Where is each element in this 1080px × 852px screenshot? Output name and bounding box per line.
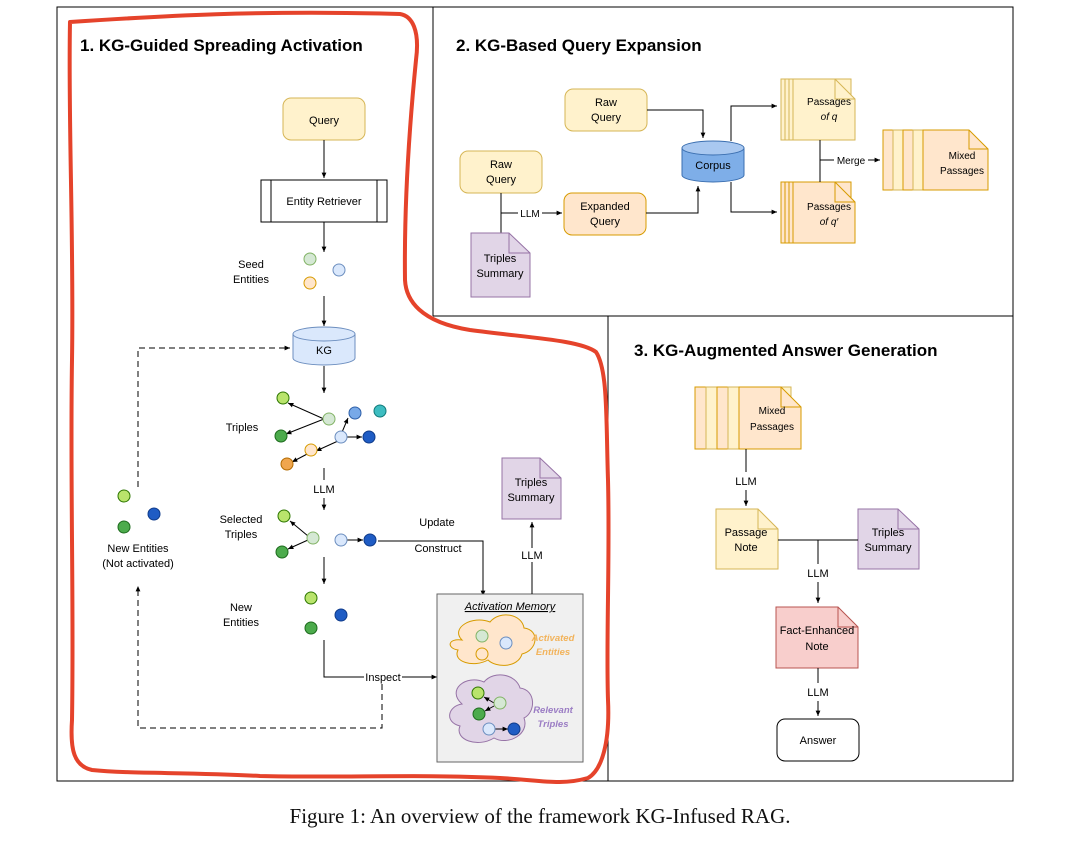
dashed-loop-bottom [135, 586, 383, 729]
selected-triples-graph [275, 509, 377, 559]
dashed-loop-top [137, 345, 290, 487]
passage-note-line2: Note [734, 542, 757, 554]
figure-caption: Figure 1: An overview of the framework K… [289, 804, 791, 828]
mixed-passages-p2-line2: Passages [940, 166, 984, 177]
seed-entity-node [332, 263, 346, 277]
raw-query-left-line1: Raw [490, 159, 512, 171]
mixed-passages-doc-p2 [882, 129, 989, 191]
answer-label: Answer [800, 735, 837, 747]
relevant-triples-label-1: Relevant [533, 705, 573, 716]
triples-summary-p1-line2: Summary [507, 492, 555, 504]
relevant-triples-label-2: Triples [538, 719, 569, 730]
kg-cylinder [292, 334, 356, 366]
passages-q2-line2: of q′ [820, 217, 840, 228]
passages-q-line2: of q [821, 112, 838, 123]
raw-query-left-line2: Query [486, 174, 516, 186]
inactive-entity-node [117, 520, 131, 534]
triples-summary-doc-p2 [470, 232, 531, 298]
new-entities-label-1: New [230, 602, 252, 614]
triples-label: Triples [226, 422, 259, 434]
raw-query-top-box [564, 88, 648, 132]
new-entity-node [304, 621, 318, 635]
mixed-passages-p3-line1: Mixed [759, 406, 786, 417]
seed-entities-label-1: Seed [238, 259, 264, 271]
kg-label: KG [316, 345, 332, 357]
update-label: Update [419, 517, 454, 529]
inactive-entity-node [117, 489, 131, 503]
inspect-label: Inspect [365, 672, 400, 684]
corpus-cylinder [681, 148, 745, 183]
entity-retriever-label: Entity Retriever [286, 196, 362, 208]
triples-summary-p2-line2: Summary [476, 268, 524, 280]
new-entity-node [334, 608, 348, 622]
new-entities-label-2: Entities [223, 617, 260, 629]
seed-entity-node [303, 276, 317, 290]
raw-query-top-line2: Query [591, 112, 621, 124]
triples-summary-p2-line1: Triples [484, 253, 517, 265]
arrow-update-construct [378, 540, 486, 596]
raw-query-top-line1: Raw [595, 97, 617, 109]
highlight-outline [67, 10, 611, 785]
merge-label: Merge [837, 156, 866, 167]
passages-q-doc [780, 78, 856, 141]
activated-entities-label-1: Activated [531, 633, 575, 644]
llm-label-p3-3: LLM [807, 687, 828, 699]
fact-enhanced-note-line2: Note [805, 641, 828, 653]
triples-summary-p3-line1: Triples [872, 527, 905, 539]
activated-entities-cloud [449, 614, 536, 666]
triples-graph [274, 391, 387, 471]
raw-query-left-box [459, 150, 543, 194]
expanded-query-line2: Query [590, 216, 620, 228]
llm-label-p2: LLM [520, 209, 539, 220]
llm-label-p3-2: LLM [807, 568, 828, 580]
triples-summary-p3-line2: Summary [864, 542, 912, 554]
activation-memory-label: Activation Memory [464, 601, 557, 613]
panel2-title: 2. KG-Based Query Expansion [456, 36, 702, 55]
selected-triples-label-2: Triples [225, 529, 258, 541]
inactive-entity-node [147, 507, 161, 521]
llm-label-memory: LLM [521, 550, 542, 562]
llm-label-triples: LLM [313, 484, 334, 496]
mixed-passages-p2-line1: Mixed [949, 151, 976, 162]
passages-q2-line1: Passages [807, 202, 851, 213]
arrow-expanded-to-corpus [646, 186, 701, 214]
answer-box [776, 718, 860, 762]
triples-summary-doc-p1 [501, 457, 562, 520]
passages-q-line1: Passages [807, 97, 851, 108]
query-label: Query [309, 115, 339, 127]
llm-label-p3-1: LLM [735, 476, 756, 488]
passage-note-line1: Passage [725, 527, 768, 539]
triples-summary-doc-p3 [857, 508, 920, 570]
expanded-query-line1: Expanded [580, 201, 630, 213]
arrow-raw-top-to-corpus [647, 109, 706, 138]
new-entities-left-label-2: (Not activated) [102, 558, 174, 570]
triples-summary-p1-line1: Triples [515, 477, 548, 489]
panel1-title: 1. KG-Guided Spreading Activation [80, 36, 363, 55]
panel3-title: 3. KG-Augmented Answer Generation [634, 341, 938, 360]
fact-enhanced-note-line1: Fact-Enhanced [780, 625, 855, 637]
arrow-corpus-to-passages-q2 [730, 182, 777, 215]
passage-note-doc [715, 508, 779, 570]
construct-label: Construct [414, 543, 461, 555]
new-entities-left-label-1: New Entities [107, 543, 169, 555]
selected-triples-label-1: Selected [220, 514, 263, 526]
arrow-corpus-to-passages-q [730, 103, 777, 141]
new-entity-node [304, 591, 318, 605]
passages-q2-doc [780, 181, 856, 244]
activated-entities-label-2: Entities [536, 647, 570, 658]
mixed-passages-doc-p3 [694, 386, 802, 450]
mixed-passages-p3-line2: Passages [750, 422, 794, 433]
seed-entity-node [303, 252, 317, 266]
seed-entities-label-2: Entities [233, 274, 270, 286]
fact-enhanced-note-doc [775, 606, 859, 669]
corpus-label: Corpus [695, 160, 731, 172]
expanded-query-box [563, 192, 647, 236]
